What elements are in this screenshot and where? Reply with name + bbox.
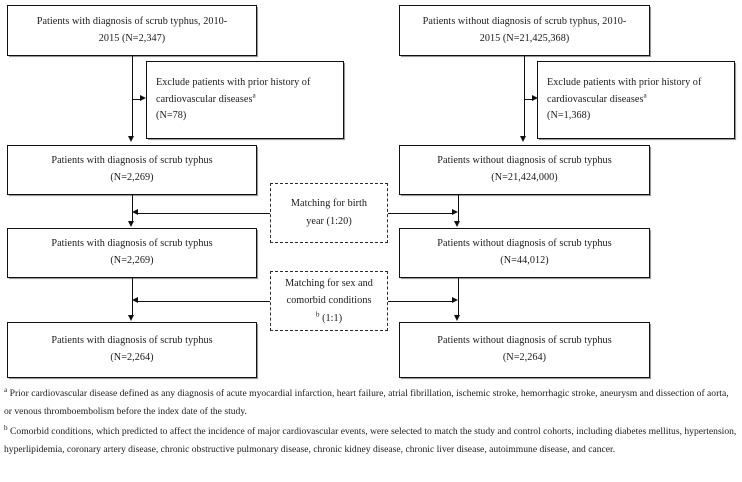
right-after-exclusion-line1: Patients without diagnosis of scrub typh… (437, 155, 612, 167)
right-exclusion-line2-text: cardiovascular diseases (547, 93, 644, 105)
right-birthmatch-in-line (388, 213, 452, 214)
matching-sex-comorbidity-footnote-marker: b (315, 310, 320, 319)
matching-sex-comorbidity-line3: b (1:1) (316, 310, 342, 328)
right-exclusion-branch-line (524, 99, 533, 100)
right-exclusion-line1: Exclude patients with prior history of (547, 77, 702, 89)
right-final-down-line (458, 278, 459, 316)
left-final-box: Patients with diagnosis of scrub typhus … (7, 322, 257, 378)
footnote-a-marker: a (4, 385, 8, 394)
right-source-box: Patients without diagnosis of scrub typh… (399, 5, 650, 56)
left-birthmatch-down-arrow (128, 221, 135, 227)
right-exclusion-line2: cardiovascular diseasesa (547, 92, 647, 109)
left-source-down-arrow (128, 136, 135, 142)
left-exclusion-branch-arrow (140, 95, 146, 102)
right-final-box: Patients without diagnosis of scrub typh… (399, 322, 650, 378)
left-source-down-line (132, 56, 133, 137)
left-final-down-arrow (128, 315, 135, 321)
matching-birth-year-box: Matching for birth year (1:20) (270, 183, 388, 243)
right-after-exclusion-box: Patients without diagnosis of scrub typh… (399, 145, 650, 195)
left-birthmatch-in-line (138, 213, 270, 214)
right-source-down-arrow (520, 136, 527, 142)
right-after-birth-match-line2: (N=44,012) (500, 255, 549, 266)
left-final-line2: (N=2,264) (110, 352, 154, 363)
right-source-down-line (524, 56, 525, 137)
footnote-a-text: Prior cardiovascular disease defined as … (4, 388, 729, 418)
right-birthmatch-down-arrow (454, 221, 461, 227)
matching-sex-comorbidity-box: Matching for sex and comorbid conditions… (270, 271, 388, 331)
footnote-b-text: Comorbid conditions, which predicted to … (4, 425, 737, 456)
right-exclusion-line3: (N=1,368) (547, 110, 591, 122)
matching-birth-year-line2: year (1:20) (306, 216, 352, 227)
left-after-birth-match-line2: (N=2,269) (110, 255, 154, 266)
right-after-birth-match-line1: Patients without diagnosis of scrub typh… (437, 238, 612, 250)
matching-sex-comorbidity-ratio: (1:1) (322, 312, 343, 324)
right-exclusion-box: Exclude patients with prior history of c… (537, 61, 735, 139)
matching-sex-comorbidity-line1: Matching for sex and (285, 277, 373, 289)
left-sexmatch-in-arrow (132, 297, 138, 304)
footnote-a: a Prior cardiovascular disease defined a… (4, 385, 738, 422)
right-exclusion-footnote-marker: a (643, 91, 647, 100)
footnote-b: b Comorbid conditions, which predicted t… (4, 423, 738, 460)
right-birthmatch-in-arrow (452, 209, 458, 216)
left-after-birth-match-line1: Patients with diagnosis of scrub typhus (51, 238, 213, 250)
right-birthmatch-down-line (458, 195, 459, 222)
right-sexmatch-in-arrow (452, 297, 458, 304)
left-source-line1: Patients with diagnosis of scrub typhus,… (36, 15, 228, 27)
matching-sex-comorbidity-line2: comorbid conditions (286, 295, 372, 307)
left-final-down-line (132, 278, 133, 316)
right-source-line1: Patients without diagnosis of scrub typh… (422, 15, 627, 27)
footnote-b-marker: b (4, 423, 8, 432)
left-after-birth-match-box: Patients with diagnosis of scrub typhus … (7, 228, 257, 278)
left-sexmatch-in-line (138, 301, 270, 302)
left-exclusion-line1: Exclude patients with prior history of (156, 77, 311, 89)
left-after-exclusion-line2: (N=2,269) (110, 172, 154, 183)
left-exclusion-footnote-marker: a (252, 91, 256, 100)
right-final-down-arrow (454, 315, 461, 321)
left-source-box: Patients with diagnosis of scrub typhus,… (7, 5, 257, 56)
right-after-exclusion-line2: (N=21,424,000) (491, 172, 558, 183)
left-exclusion-line2-text: cardiovascular diseases (156, 93, 253, 105)
left-exclusion-box: Exclude patients with prior history of c… (146, 61, 344, 139)
right-after-birth-match-box: Patients without diagnosis of scrub typh… (399, 228, 650, 278)
right-exclusion-branch-arrow (532, 95, 538, 102)
right-source-line2: 2015 (N=21,425,368) (479, 32, 570, 44)
left-after-exclusion-box: Patients with diagnosis of scrub typhus … (7, 145, 257, 195)
left-birthmatch-down-line (132, 195, 133, 222)
left-exclusion-line3: (N=78) (156, 110, 187, 122)
left-birthmatch-in-arrow (132, 209, 138, 216)
left-source-line2: 2015 (N=2,347) (98, 32, 166, 44)
right-final-line2: (N=2,264) (502, 352, 547, 363)
left-exclusion-line2: cardiovascular diseasesa (156, 92, 256, 109)
right-sexmatch-in-line (388, 301, 452, 302)
right-final-line1: Patients without diagnosis of scrub typh… (437, 335, 612, 347)
footnotes: a Prior cardiovascular disease defined a… (4, 385, 738, 461)
matching-birth-year-line1: Matching for birth (290, 198, 368, 210)
left-exclusion-branch-line (132, 99, 141, 100)
left-final-line1: Patients with diagnosis of scrub typhus (51, 335, 213, 347)
left-after-exclusion-line1: Patients with diagnosis of scrub typhus (51, 155, 213, 167)
